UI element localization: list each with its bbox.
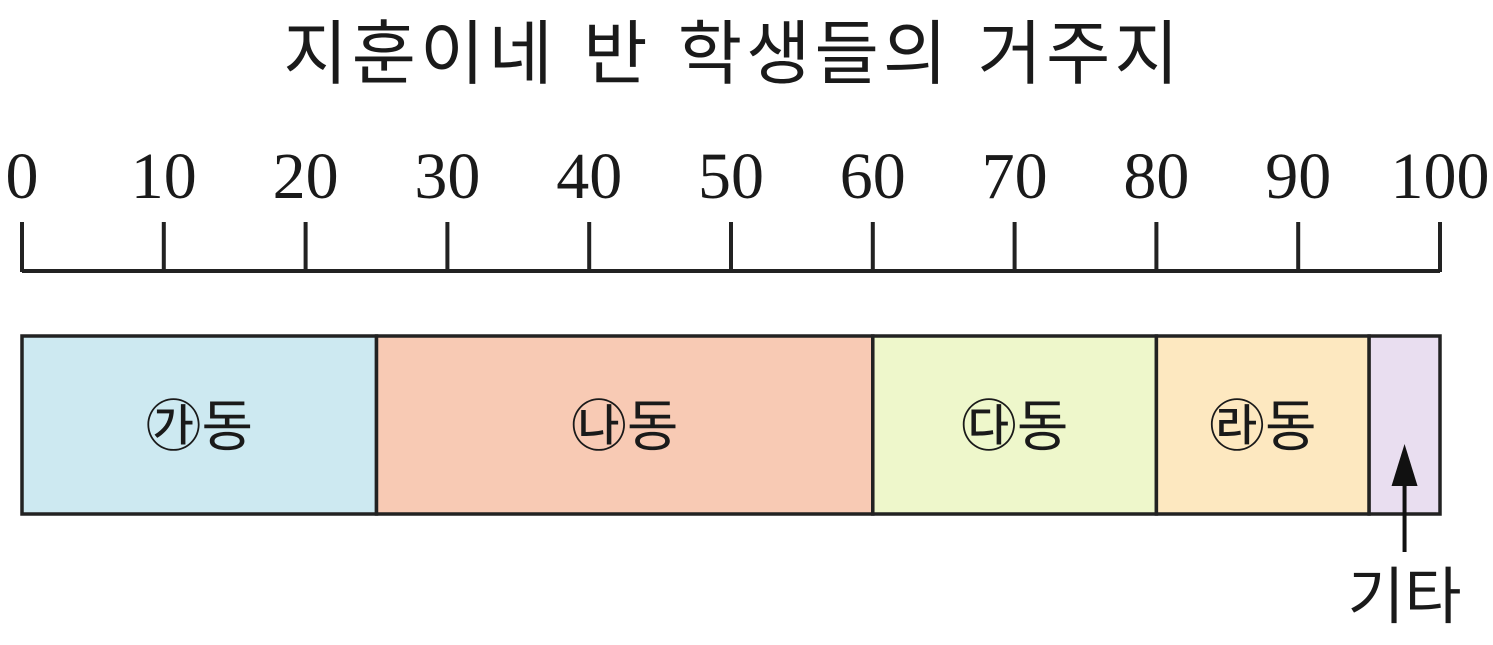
axis-tick-label: 100 — [1391, 140, 1490, 213]
bar-segment — [1154, 334, 1371, 516]
axis-tick-label: 10 — [131, 140, 197, 213]
chart-title: 지훈이네 반 학생들의 거주지 — [283, 13, 1183, 95]
bar-segment — [374, 334, 875, 516]
axis-tick-label: 60 — [840, 140, 906, 213]
band-bar: ㉮동 ㉯동 ㉰동 ㉱동 — [20, 334, 1442, 516]
axis-tick-label: 20 — [273, 140, 339, 213]
axis-tick-label: 0 — [6, 140, 39, 213]
other-callout: 기타 — [1348, 444, 1462, 633]
axis-tick-label: 40 — [556, 140, 622, 213]
callout-label: 기타 — [1348, 560, 1462, 633]
axis-tick-label: 80 — [1123, 140, 1189, 213]
percent-axis: 0 10 20 30 40 50 60 70 80 90 100 — [6, 140, 1490, 273]
axis-tick-label: 70 — [982, 140, 1048, 213]
axis-tick-label: 90 — [1265, 140, 1331, 213]
bar-segment-label: ㉱동 — [1209, 395, 1317, 460]
bar-segment — [20, 334, 379, 516]
bar-segment-label: ㉮동 — [145, 395, 253, 460]
bar-segment — [871, 334, 1159, 516]
axis-tick-label: 50 — [698, 140, 764, 213]
callout-arrow-head — [1391, 444, 1418, 486]
bar-segment-label: ㉰동 — [961, 395, 1069, 460]
bar-segment-label: ㉯동 — [571, 395, 679, 460]
axis-tick-label: 30 — [414, 140, 480, 213]
